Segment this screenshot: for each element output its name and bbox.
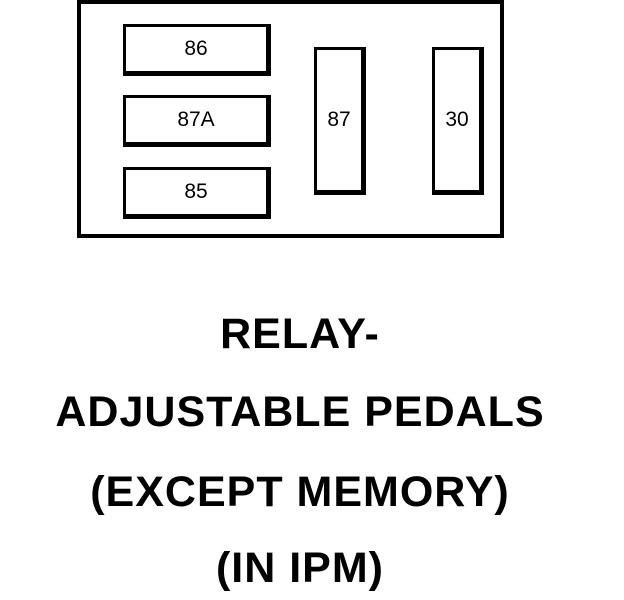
pin-30: 30 — [432, 47, 484, 195]
caption-line-4: (IN IPM) — [215, 544, 385, 592]
caption-line-1: RELAY- — [220, 310, 380, 358]
caption-line-2: ADJUSTABLE PEDALS — [55, 388, 545, 436]
pin-86-label: 86 — [184, 37, 208, 60]
pin-85: 85 — [123, 167, 271, 219]
pin-85-label: 85 — [184, 180, 208, 203]
caption-line-3: (EXCEPT MEMORY) — [90, 468, 510, 516]
pin-30-label: 30 — [445, 108, 469, 131]
pin-86: 86 — [123, 24, 271, 76]
pin-87a-label: 87A — [177, 108, 215, 131]
pin-87: 87 — [314, 47, 366, 195]
pin-87a: 87A — [123, 95, 271, 147]
pin-87-label: 87 — [327, 108, 351, 131]
